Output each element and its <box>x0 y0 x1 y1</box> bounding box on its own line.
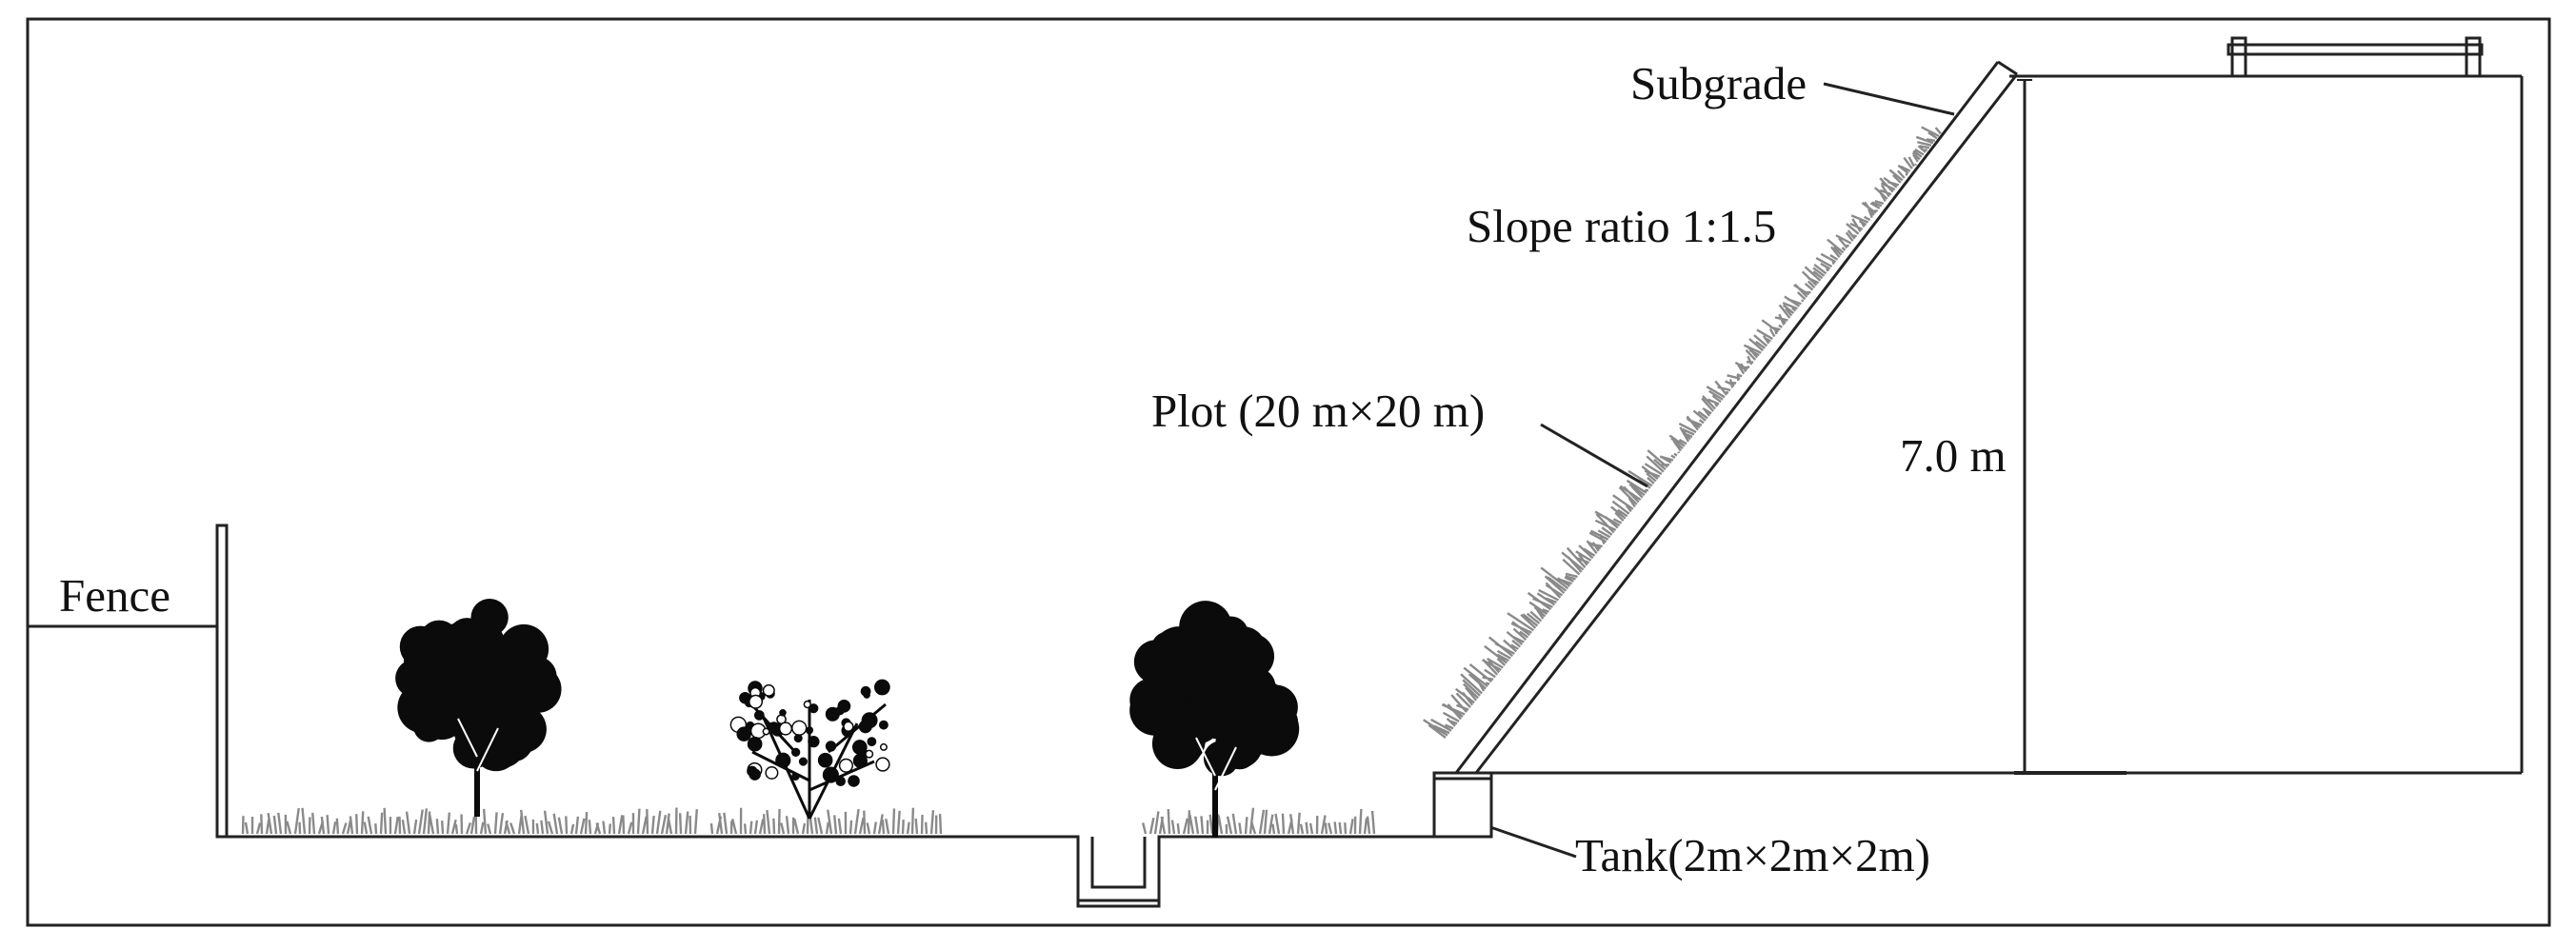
tank <box>1432 771 1493 839</box>
slope-vegetation <box>1423 126 1942 739</box>
subgrade-leader <box>1823 82 1955 116</box>
subgrade-embankment <box>1454 36 2524 775</box>
fence-label: Fence <box>59 569 170 622</box>
shrub <box>729 679 890 820</box>
fence <box>29 524 229 839</box>
subgrade-label: Subgrade <box>1630 57 1807 109</box>
ground-line <box>227 777 1493 908</box>
figure-border <box>26 17 2551 927</box>
tree-center <box>1129 601 1300 838</box>
tank-leader <box>1489 825 1577 859</box>
height-dimension <box>2014 79 2127 775</box>
plot-label: Plot (20 m×20 m) <box>1151 385 1485 437</box>
ground-grass <box>241 807 1376 835</box>
plot-leader <box>1540 423 1648 488</box>
tree-left <box>395 598 562 817</box>
height-label: 7.0 m <box>1900 429 2007 482</box>
slope-ratio-label: Slope ratio 1:1.5 <box>1467 200 1776 252</box>
tank-label: Tank(2m×2m×2m) <box>1575 829 1930 881</box>
